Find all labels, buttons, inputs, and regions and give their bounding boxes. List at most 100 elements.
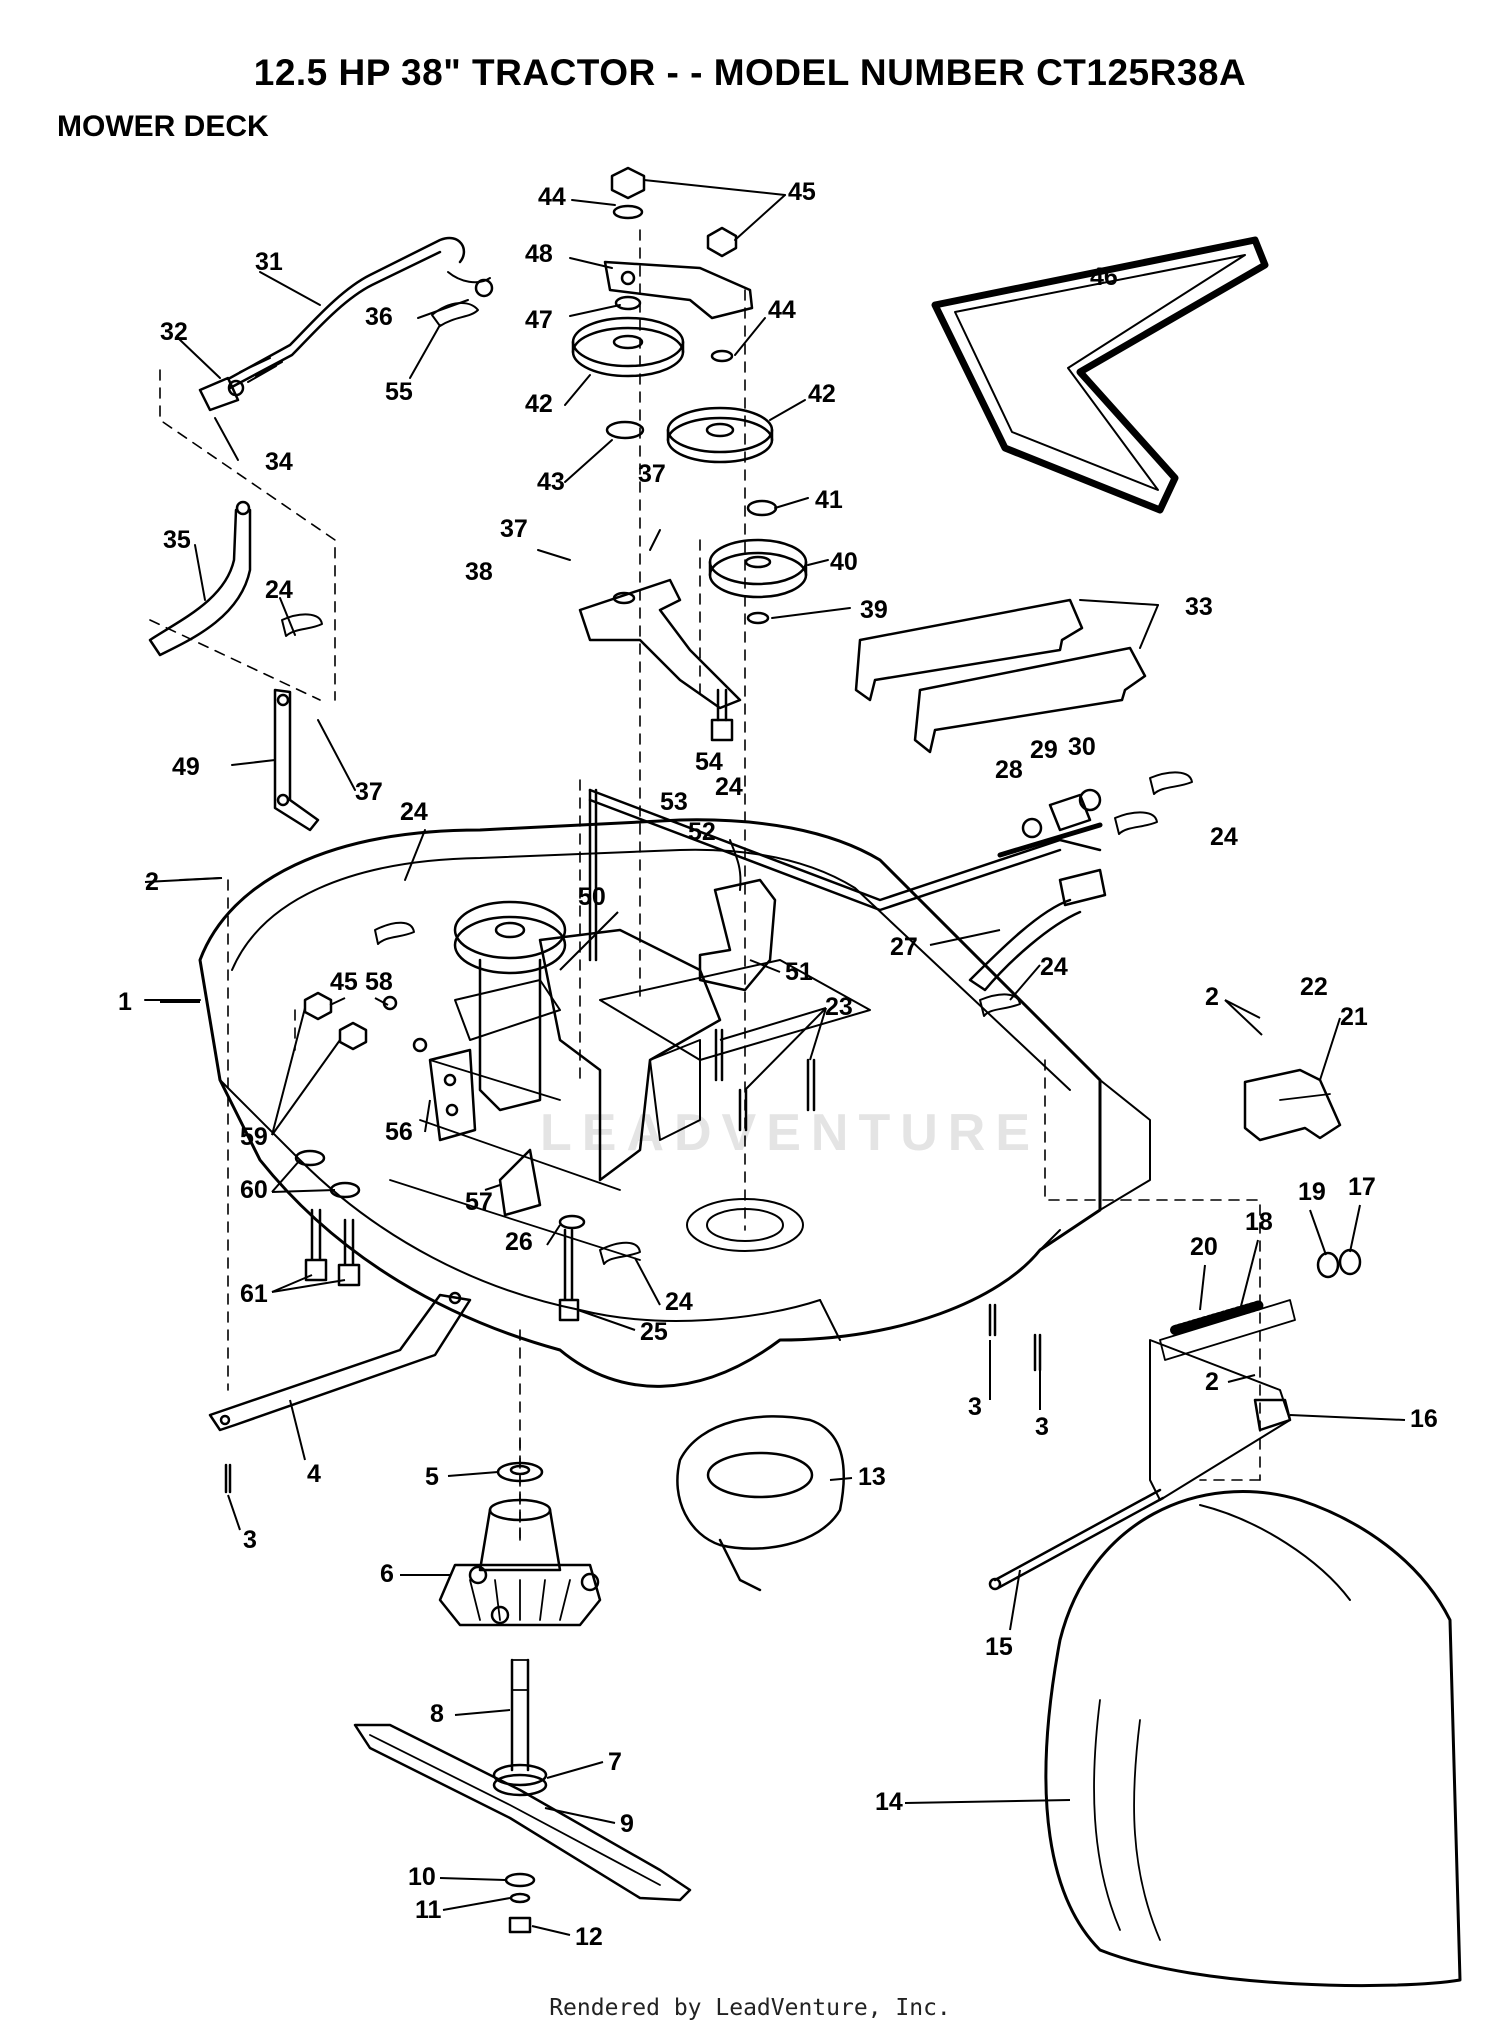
lift-arm-part-49 xyxy=(273,688,320,832)
reference-lines xyxy=(149,229,1261,1541)
callout-2: 2 xyxy=(1205,983,1219,1011)
stabilizer-bar-part-4 xyxy=(208,1291,472,1432)
watermark-text: LEADVENTURE xyxy=(540,1104,1040,1162)
bracket-part-16 xyxy=(1149,1339,1292,1501)
callout-9: 9 xyxy=(620,1810,634,1838)
callout-55: 55 xyxy=(385,378,413,406)
callout-24: 24 xyxy=(715,773,743,801)
hairpin-clips-part-24 xyxy=(281,613,1193,1265)
callout-42: 42 xyxy=(808,380,836,408)
callout-14: 14 xyxy=(875,1788,903,1816)
idler-bracket-part-48 xyxy=(603,260,754,320)
callout-24: 24 xyxy=(1040,953,1068,981)
callout-21: 21 xyxy=(1340,1003,1368,1031)
spindle-housing-part-6 xyxy=(438,1498,602,1627)
callout-1: 1 xyxy=(118,988,132,1016)
callout-59: 59 xyxy=(240,1123,268,1151)
front-link-part-35 xyxy=(148,500,252,657)
hardware-group-left xyxy=(294,991,428,1287)
callout-50: 50 xyxy=(578,883,606,911)
pulley-part-42-left xyxy=(571,316,685,378)
hanger-part-21 xyxy=(1243,1068,1342,1142)
blade-adapter-part-7 xyxy=(492,1763,548,1797)
callout-19: 19 xyxy=(1298,1178,1326,1206)
drive-belt-part-46 xyxy=(931,236,1269,514)
callout-24: 24 xyxy=(265,576,293,604)
callout-56: 56 xyxy=(385,1118,413,1146)
callout-18: 18 xyxy=(1245,1208,1273,1236)
blade-hardware-part-10-12 xyxy=(504,1872,536,1934)
callout-44: 44 xyxy=(538,183,566,211)
callout-37: 37 xyxy=(500,515,528,543)
hairpin-clip-part-55 xyxy=(431,302,479,327)
callout-13: 13 xyxy=(858,1463,886,1491)
callout-numbers: 44 45 48 47 44 42 42 43 37 41 37 40 38 3… xyxy=(118,178,1438,1951)
callout-47: 47 xyxy=(525,306,553,334)
bolt-part-25 xyxy=(558,1214,586,1322)
callout-24: 24 xyxy=(665,1288,693,1316)
leader-lines xyxy=(144,179,1159,1001)
page-title: 12.5 HP 38" TRACTOR - - MODEL NUMBER CT1… xyxy=(253,52,1247,93)
callout-42: 42 xyxy=(525,390,553,418)
callout-29: 29 xyxy=(1030,736,1058,764)
callout-24: 24 xyxy=(400,798,428,826)
lift-link-part-31 xyxy=(228,236,494,390)
callout-57: 57 xyxy=(465,1188,493,1216)
bracket-part-56 xyxy=(428,1048,477,1142)
chute-base-part-13 xyxy=(676,1415,845,1592)
callout-26: 26 xyxy=(505,1228,533,1256)
callout-36: 36 xyxy=(365,303,393,331)
callout-40: 40 xyxy=(830,548,858,576)
callout-49: 49 xyxy=(172,753,200,781)
bracket-part-57 xyxy=(498,1148,542,1217)
callout-3: 3 xyxy=(1035,1413,1049,1441)
callout-48: 48 xyxy=(525,240,553,268)
callout-17: 17 xyxy=(1348,1173,1376,1201)
callout-11: 11 xyxy=(415,1896,442,1924)
callout-23: 23 xyxy=(825,993,853,1021)
leader-lines-lower xyxy=(144,877,1406,1936)
section-title: MOWER DECK xyxy=(57,110,269,143)
spring-part-18 xyxy=(1159,1299,1296,1361)
callout-2: 2 xyxy=(1205,1368,1219,1396)
callout-28: 28 xyxy=(995,756,1023,784)
screws-part-3 xyxy=(224,1303,1042,1494)
swivel-part-34 xyxy=(198,376,245,412)
rod-part-15 xyxy=(988,1488,1165,1591)
callout-37: 37 xyxy=(638,460,666,488)
callout-5: 5 xyxy=(425,1463,439,1491)
callout-61: 61 xyxy=(240,1280,268,1308)
bolt-part-54 xyxy=(710,688,734,742)
callout-12: 12 xyxy=(575,1923,603,1951)
callout-38: 38 xyxy=(465,558,493,586)
callout-7: 7 xyxy=(608,1748,622,1776)
callout-46: 46 xyxy=(1090,263,1118,291)
callout-37: 37 xyxy=(355,778,383,806)
callout-6: 6 xyxy=(380,1560,394,1588)
callout-44: 44 xyxy=(768,296,796,324)
spindle-shaft-part-8 xyxy=(510,1658,530,1772)
hanger-brackets-part-33 xyxy=(854,598,1147,754)
callout-15: 15 xyxy=(985,1633,1013,1661)
callout-31: 31 xyxy=(255,248,283,276)
callout-27: 27 xyxy=(890,933,918,961)
callout-20: 20 xyxy=(1190,1233,1218,1261)
callout-22: 22 xyxy=(1300,973,1328,1001)
callout-60: 60 xyxy=(240,1176,268,1204)
blade-part-9 xyxy=(353,1723,692,1902)
discharge-chute-part-14 xyxy=(1044,1490,1462,1988)
callout-8: 8 xyxy=(430,1700,444,1728)
callout-58: 58 xyxy=(365,968,393,996)
washers-part-17-19 xyxy=(1316,1248,1362,1279)
washers-and-nuts xyxy=(605,166,778,625)
rear-rod-part-27 xyxy=(588,788,1107,992)
swivel-part-29-30 xyxy=(1021,788,1102,839)
callout-32: 32 xyxy=(160,318,188,346)
pulley-bracket-part-38 xyxy=(578,578,742,710)
pulley-part-42-right xyxy=(666,406,774,464)
callout-3: 3 xyxy=(968,1393,982,1421)
callout-41: 41 xyxy=(815,486,843,514)
callout-30: 30 xyxy=(1068,733,1096,761)
callout-52: 52 xyxy=(688,818,716,846)
